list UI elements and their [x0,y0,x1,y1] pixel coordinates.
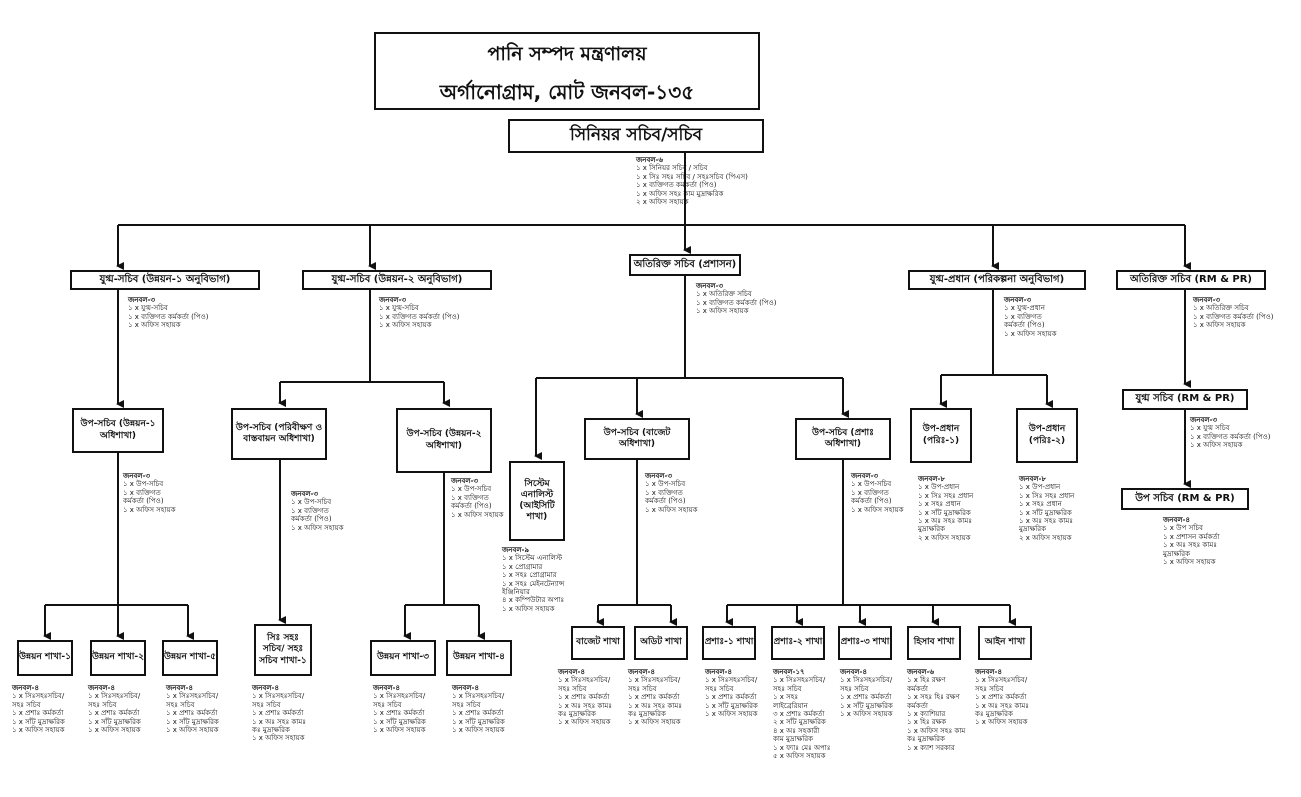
node-additional-secretary-rmpr: অতিরিক্ত সচিব (RM & PR) [1116,270,1266,290]
node-joint-secretary-dev2: যুগ্ম-সচিব (উন্নয়ন-২ অনুবিভাগ) [302,270,492,290]
node-branch-monitoring: সিঃ সহঃ সচিব/ সহঃ সচিব শাখা-১ [254,624,312,676]
node-branch-law: আইন শাখা [978,626,1032,660]
node-joint-secretary-rmpr: যুগ্ম সচিব (RM & PR) [1122,389,1248,410]
node-joint-chief-planning: যুগ্ম-প্রধান (পরিকল্পনা অনুবিভাগ) [908,270,1086,290]
node-branch-admin1: প্রশাঃ-১ শাখা [702,626,756,660]
node-secretary: সিনিয়র সচিব/সচিব [508,119,764,153]
node-branch-dev5: উন্নয়ন শাখা-৫ [162,640,218,676]
node-branch-audit: অডিট শাখা [634,626,688,660]
node-branch-dev4: উন্নয়ন শাখা-৪ [446,640,512,676]
node-branch-dev2: উন্নয়ন শাখা-২ [90,640,146,676]
node-deputy-secretary-rmpr: উপ সচিব (RM & PR) [1121,488,1249,510]
node-deputy-secretary-admin: উপ-সচিব (প্রশাঃ অধিশাখা) [795,418,891,460]
chart-title: পানি সম্পদ মন্ত্রণালয় অর্গানোগ্রাম, মোট… [374,32,760,110]
node-deputy-secretary-dev1: উপ-সচিব (উন্নয়ন-১ অধিশাখা) [72,408,164,453]
node-deputy-chief-planning2: উপ-প্রধান (পরিঃ-২) [1016,408,1078,463]
node-branch-dev1: উন্নয়ন শাখা-১ [17,640,73,676]
node-deputy-chief-planning1: উপ-প্রধান (পরিঃ-১) [910,408,972,463]
staff-list-secretary: জনবল-৬ ১ x সিনিয়র সচিব / সচিব ১ x সিঃ স… [636,156,748,207]
node-joint-secretary-dev1: যুগ্ম-সচিব (উন্নয়ন-১ অনুবিভাগ) [70,270,260,290]
node-branch-admin2: প্রশাঃ-২ শাখা [771,626,825,660]
ministry-name: পানি সম্পদ মন্ত্রণালয় [487,43,647,65]
node-branch-budget: বাজেট শাখা [571,626,625,660]
node-system-analyst-ict: সিস্টেম এনালিস্ট (আইসিটি শাখা) [509,461,565,541]
node-branch-accounts: হিসাব শাখা [907,626,961,660]
organogram-total: অর্গানোগ্রাম, মোট জনবল-১৩৫ [439,80,695,104]
node-additional-secretary-admin: অতিরিক্ত সচিব (প্রশাসন) [629,254,741,276]
node-deputy-secretary-budget: উপ-সচিব (বাজেট অধিশাখা) [584,418,690,460]
node-deputy-secretary-dev2: উপ-সচিব (উন্নয়ন-২ অধিশাখা) [396,408,492,473]
node-branch-admin3: প্রশাঃ-৩ শাখা [838,626,892,660]
node-deputy-secretary-monitoring: উপ-সচিব (পরিবীক্ষণ ও বাস্তবায়ন অধিশাখা) [231,408,327,460]
node-label: সিনিয়র সচিব/সচিব [569,125,703,145]
node-branch-dev3: উন্নয়ন শাখা-৩ [370,640,436,676]
